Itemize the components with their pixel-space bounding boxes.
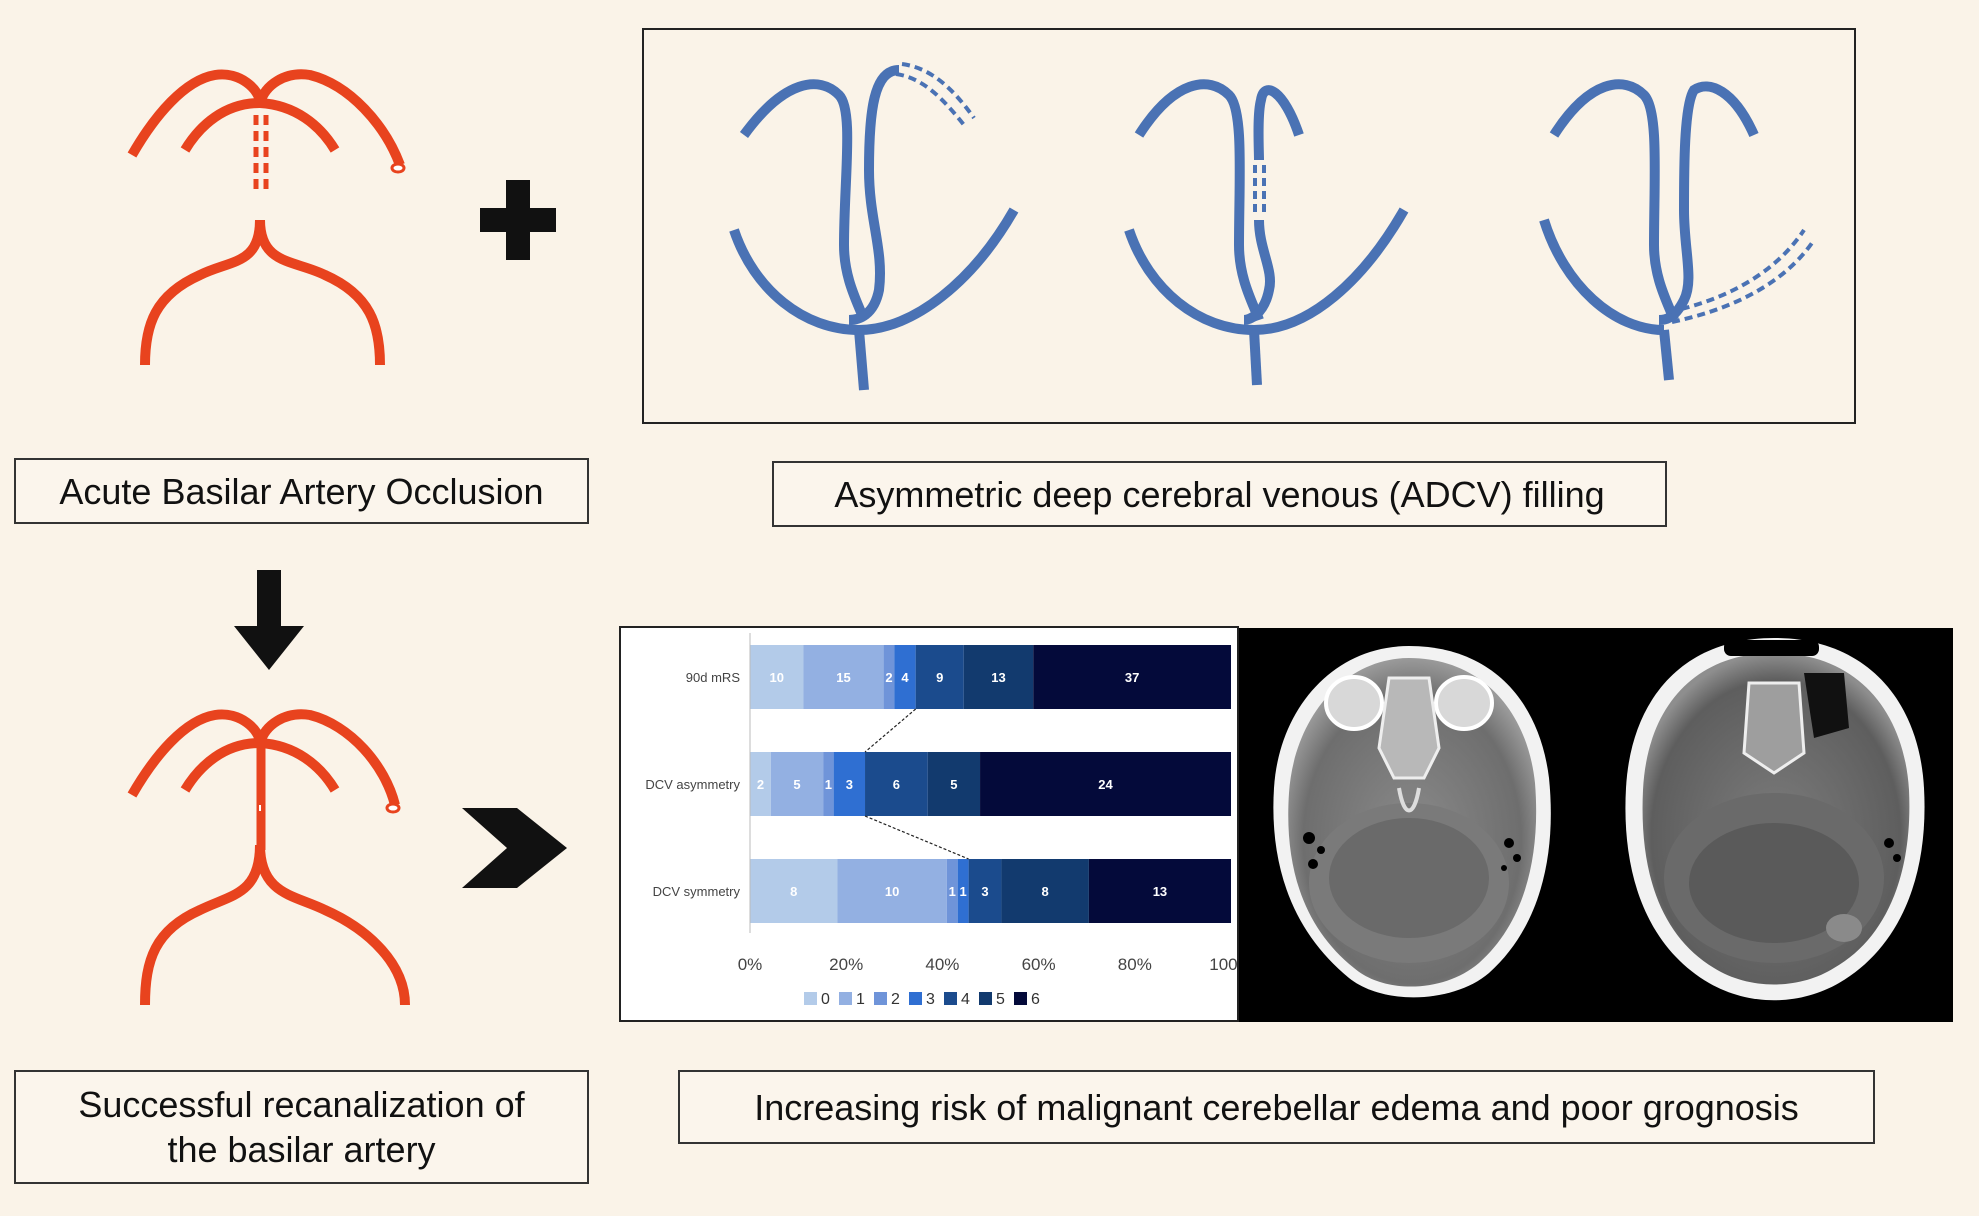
bar-data-label: 10 xyxy=(769,670,783,685)
legend-label: 4 xyxy=(961,991,970,1008)
vein-diagram-3 xyxy=(1539,79,1759,381)
bar-data-label: 3 xyxy=(846,777,853,792)
bar-data-label: 9 xyxy=(936,670,943,685)
arrow-right-icon xyxy=(462,808,567,888)
legend-swatch xyxy=(979,992,992,1005)
bar-segment xyxy=(946,859,958,923)
legend-swatch xyxy=(944,992,957,1005)
risk-label: Increasing risk of malignant cerebellar … xyxy=(678,1070,1875,1144)
ct-scan-images xyxy=(1273,638,1925,1001)
bar-segment xyxy=(823,752,834,816)
legend-swatch xyxy=(804,992,817,1005)
bar-data-label: 8 xyxy=(1042,884,1049,899)
bar-segment xyxy=(750,859,838,923)
legend-label: 1 xyxy=(856,991,865,1008)
acute-occlusion-label: Acute Basilar Artery Occlusion xyxy=(14,458,589,524)
bar-segment xyxy=(865,752,928,816)
bar-segment xyxy=(803,645,884,709)
legend-label: 3 xyxy=(926,991,935,1008)
category-label: DCV symmetry xyxy=(653,884,741,899)
vein-diagrams xyxy=(729,62,1816,391)
bar-segment xyxy=(963,645,1034,709)
bar-segment xyxy=(927,752,981,816)
bar-data-label: 1 xyxy=(825,777,832,792)
bar-segment xyxy=(1088,859,1231,923)
legend-label: 2 xyxy=(891,991,900,1008)
venous-filling-panel xyxy=(642,28,1856,424)
bar-segment xyxy=(957,859,969,923)
legend-label: 0 xyxy=(821,991,830,1008)
bar-data-label: 10 xyxy=(885,884,899,899)
connector-line xyxy=(864,815,969,860)
bar-data-label: 1 xyxy=(960,884,967,899)
artery-occluded-diagram xyxy=(127,69,406,366)
ct-scan-1 xyxy=(1273,646,1551,998)
bar-data-label: 5 xyxy=(950,777,957,792)
legend-label: 6 xyxy=(1031,991,1040,1008)
bar-segment xyxy=(1033,645,1231,709)
x-tick-label: 0% xyxy=(738,955,763,974)
legend-swatch xyxy=(909,992,922,1005)
bar-segment xyxy=(915,645,964,709)
bar-data-label: 13 xyxy=(1153,884,1167,899)
bar-data-label: 37 xyxy=(1125,670,1139,685)
legend-swatch xyxy=(1014,992,1027,1005)
bar-data-label: 4 xyxy=(901,670,909,685)
bar-segment xyxy=(968,859,1002,923)
bar-segment xyxy=(837,859,947,923)
bar-segment xyxy=(833,752,866,816)
bar-segment xyxy=(750,752,771,816)
bar-segment xyxy=(1001,859,1089,923)
artery-recanalized-diagram xyxy=(127,709,410,1006)
bar-segment xyxy=(770,752,824,816)
category-label: 90d mRS xyxy=(686,670,741,685)
x-tick-label: 80% xyxy=(1118,955,1152,974)
bar-data-label: 5 xyxy=(793,777,800,792)
x-tick-label: 100% xyxy=(1209,955,1237,974)
bar-data-label: 15 xyxy=(836,670,850,685)
bar-data-label: 6 xyxy=(893,777,900,792)
bar-data-label: 1 xyxy=(949,884,956,899)
bar-segment xyxy=(894,645,916,709)
x-tick-label: 60% xyxy=(1022,955,1056,974)
bar-segment xyxy=(883,645,895,709)
bar-data-label: 24 xyxy=(1098,777,1113,792)
bar-data-label: 2 xyxy=(885,670,892,685)
arrow-down-icon xyxy=(234,570,304,670)
bar-data-label: 2 xyxy=(757,777,764,792)
bar-segment xyxy=(980,752,1231,816)
recanalization-label: Successful recanalization of the basilar… xyxy=(14,1070,589,1184)
ct-scans-panel xyxy=(1239,628,1953,1022)
vein-diagram-1 xyxy=(729,65,1019,391)
vein-diagram-2 xyxy=(1124,79,1409,386)
legend-label: 5 xyxy=(996,991,1005,1008)
ct-scan-2 xyxy=(1625,638,1925,1001)
x-tick-label: 40% xyxy=(925,955,959,974)
legend-swatch xyxy=(874,992,887,1005)
bar-data-label: 3 xyxy=(981,884,988,899)
plus-icon xyxy=(480,180,556,260)
x-tick-label: 20% xyxy=(829,955,863,974)
bar-data-label: 13 xyxy=(991,670,1005,685)
legend-swatch xyxy=(839,992,852,1005)
category-label: DCV asymmetry xyxy=(645,777,740,792)
bar-segment xyxy=(750,645,804,709)
bar-data-label: 8 xyxy=(790,884,797,899)
connector-line xyxy=(864,708,917,753)
adcv-filling-label: Asymmetric deep cerebral venous (ADCV) f… xyxy=(772,461,1667,527)
